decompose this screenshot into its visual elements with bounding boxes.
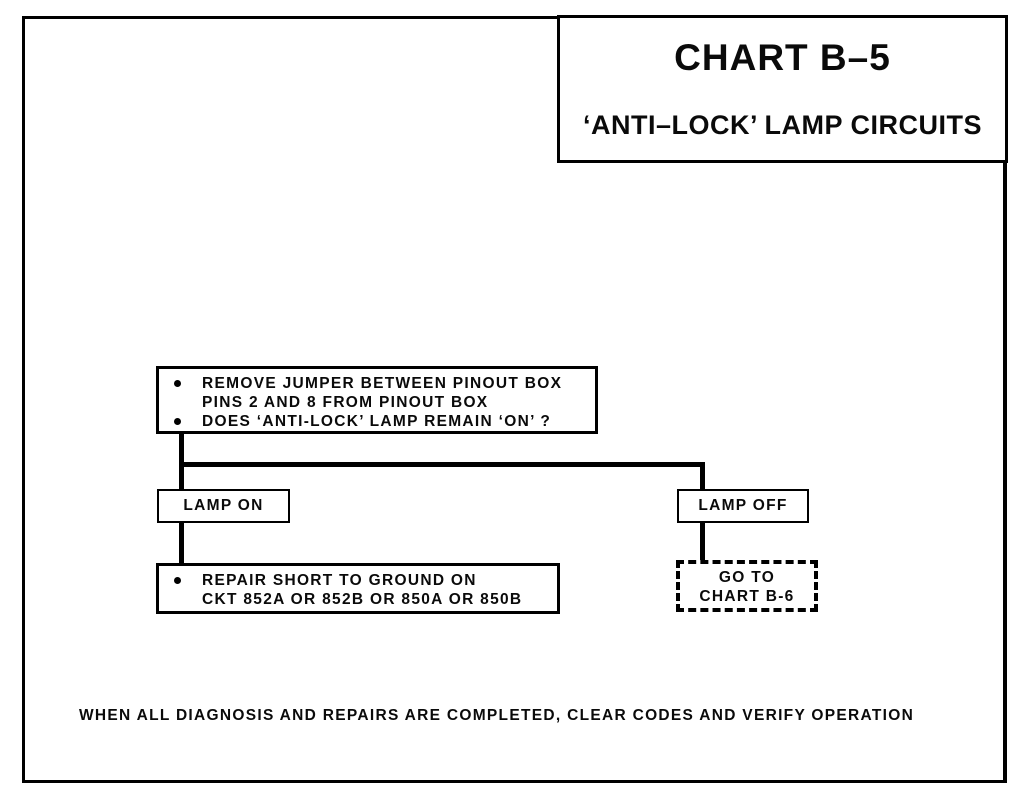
bullet-icon — [174, 577, 181, 584]
bullet-icon — [174, 380, 181, 387]
decision-box: REMOVE JUMPER BETWEEN PINOUT BOX PINS 2 … — [156, 366, 598, 434]
goto-chart-box: GO TO CHART B-6 — [676, 560, 818, 612]
decision-item-1: REMOVE JUMPER BETWEEN PINOUT BOX PINS 2 … — [159, 374, 595, 412]
goto-line-2: CHART B-6 — [699, 588, 795, 605]
page-border — [22, 16, 1007, 783]
connector-lamp-on-to-repair — [179, 523, 184, 564]
decision-item-2-line-1: DOES ‘ANTI-LOCK’ LAMP REMAIN ‘ON’ ? — [202, 413, 552, 430]
decision-item-1-line-1: REMOVE JUMPER BETWEEN PINOUT BOX — [202, 375, 563, 392]
connector-lamp-off-to-goto — [700, 523, 705, 561]
chart-title-box: CHART B–5 ‘ANTI–LOCK’ LAMP CIRCUITS — [557, 15, 1008, 163]
decision-item-1-line-2: PINS 2 AND 8 FROM PINOUT BOX — [202, 394, 489, 411]
decision-item-2: DOES ‘ANTI-LOCK’ LAMP REMAIN ‘ON’ ? — [159, 412, 595, 431]
lamp-on-label: LAMP ON — [183, 497, 264, 514]
connector-branch-horizontal — [179, 462, 705, 467]
bullet-icon — [174, 418, 181, 425]
lamp-off-label: LAMP OFF — [698, 497, 788, 514]
connector-branch-right-drop — [700, 462, 705, 490]
footer-note: WHEN ALL DIAGNOSIS AND REPAIRS ARE COMPL… — [79, 707, 915, 724]
repair-item: REPAIR SHORT TO GROUND ON CKT 852A OR 85… — [159, 571, 557, 609]
chart-title: CHART B–5 — [674, 37, 891, 78]
repair-action-box: REPAIR SHORT TO GROUND ON CKT 852A OR 85… — [156, 563, 560, 614]
repair-line-1: REPAIR SHORT TO GROUND ON — [202, 572, 477, 589]
branch-label-lamp-off: LAMP OFF — [677, 489, 809, 523]
goto-line-1: GO TO — [718, 569, 776, 586]
branch-label-lamp-on: LAMP ON — [157, 489, 290, 523]
chart-subtitle: ‘ANTI–LOCK’ LAMP CIRCUITS — [582, 110, 983, 140]
connector-decision-to-branch — [179, 433, 184, 490]
repair-line-2: CKT 852A OR 852B OR 850A OR 850B — [202, 591, 523, 608]
